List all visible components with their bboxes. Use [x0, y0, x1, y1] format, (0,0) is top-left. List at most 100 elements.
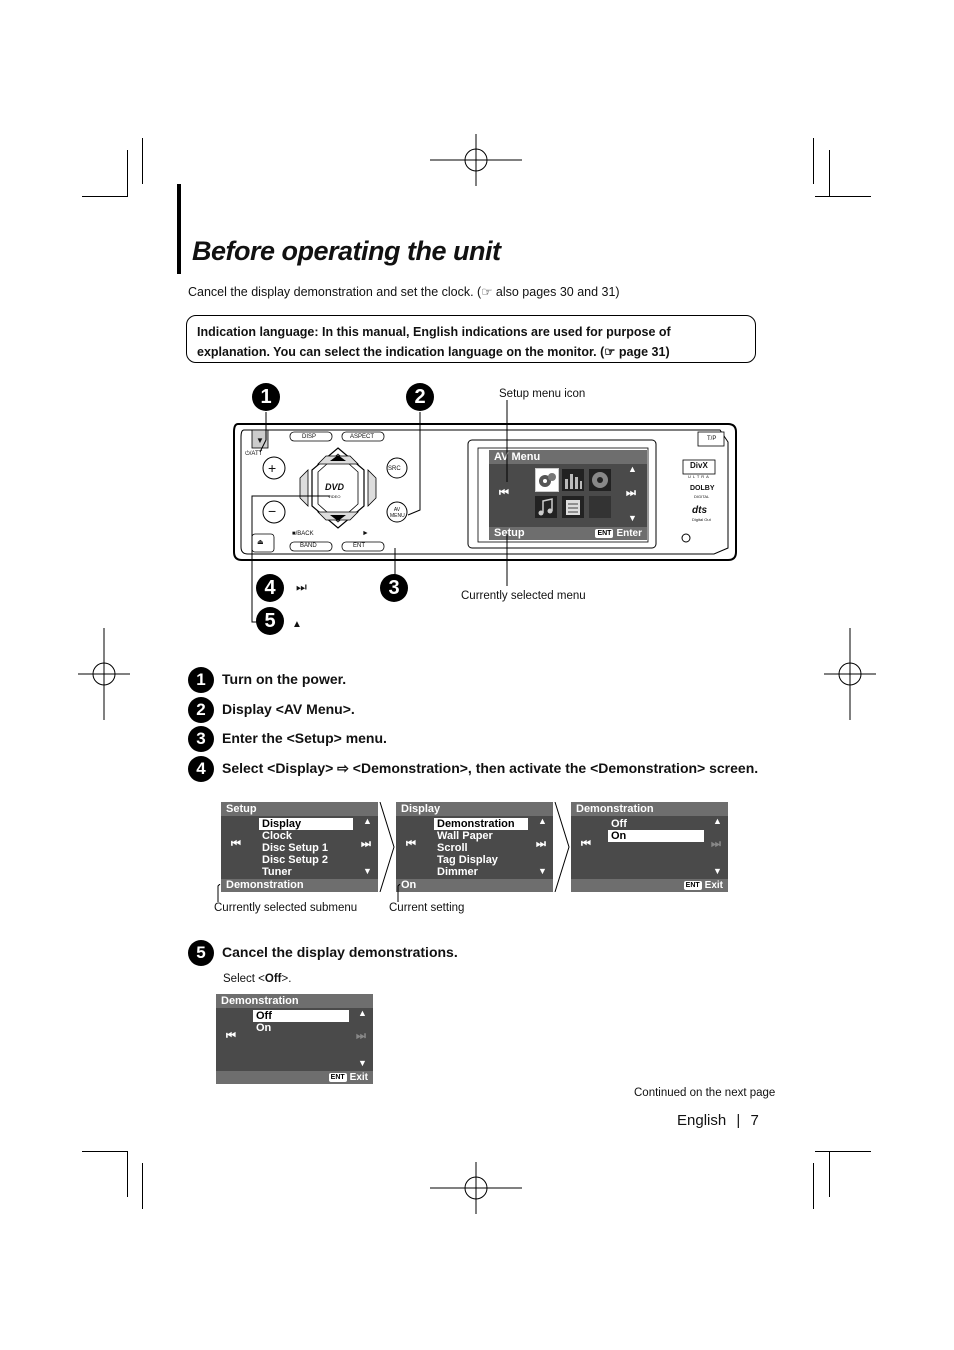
menu-item-demonstration[interactable]: Demonstration — [434, 818, 528, 830]
select-suffix: >. — [281, 973, 292, 985]
page-number: 7 — [750, 1112, 759, 1129]
prev-icon: ⏮ — [406, 838, 416, 850]
disp-button[interactable]: DISP — [302, 434, 317, 440]
minus-button[interactable]: − — [268, 503, 277, 519]
down-arrow-icon: ▼ — [538, 866, 547, 876]
src-button[interactable]: SRC — [388, 466, 401, 472]
title-bar — [177, 184, 181, 274]
next-icon: ⏭ — [711, 838, 721, 850]
option-off[interactable]: Off — [611, 818, 627, 830]
option-on[interactable]: On — [608, 830, 704, 842]
menu-item-tag-display[interactable]: Tag Display — [437, 854, 498, 866]
step-3-number: 3 — [188, 726, 214, 752]
chevron-right-icon — [554, 802, 570, 892]
setup-header: Setup — [221, 802, 378, 816]
dolby-logo-sub: DIGITAL — [694, 494, 710, 499]
ent-key-label: ENT — [595, 529, 614, 538]
display-header: Display — [396, 802, 553, 816]
tp-button[interactable]: T/P — [707, 436, 717, 442]
setup-menu-icon-callout: Setup menu icon — [499, 388, 586, 400]
display-screen: Display Demonstration Wall Paper Scroll … — [396, 802, 553, 892]
menu-item-scroll[interactable]: Scroll — [437, 842, 468, 854]
back-label: ■/BACK — [292, 531, 314, 537]
up-arrow-icon: ▲ — [358, 1008, 367, 1018]
menu-item-clock[interactable]: Clock — [262, 830, 292, 842]
registration-mark-left — [78, 628, 130, 720]
step-4-text: Select <Display> ⇨ <Demonstration>, then… — [222, 760, 759, 776]
up-icon: ▲ — [292, 619, 302, 630]
prev-icon: ⏮ — [226, 1030, 236, 1042]
divx-logo-sub: ULTRA — [688, 474, 711, 479]
up-arrow-icon: ▲ — [363, 816, 372, 826]
language-note: Indication language: In this manual, Eng… — [186, 315, 756, 363]
eject-button[interactable]: ⏏ — [257, 539, 264, 546]
list-icon[interactable] — [562, 496, 584, 518]
display-footer: On — [396, 879, 553, 892]
band-button[interactable]: BAND — [300, 543, 317, 549]
menu-item-dimmer[interactable]: Dimmer — [437, 866, 478, 878]
dvd-logo-sub: VIDEO — [328, 494, 341, 499]
menu-item-display[interactable]: Display — [259, 818, 353, 830]
registration-mark-bottom — [430, 1162, 522, 1214]
select-prefix: Select < — [223, 973, 265, 985]
option-off[interactable]: Off — [253, 1010, 349, 1022]
empty-slot-icon — [589, 496, 611, 518]
aspect-button[interactable]: ASPECT — [350, 434, 375, 440]
enter-label: Enter — [616, 528, 642, 539]
marker-4: 4 — [256, 574, 284, 602]
next-track-icon: ⏭ — [296, 580, 307, 594]
down-arrow-icon: ▼ — [358, 1058, 367, 1068]
dvd-logo: DVD — [325, 482, 345, 492]
prev-icon: ⏮ — [581, 838, 591, 850]
step-4-number: 4 — [188, 756, 214, 782]
down-arrow-icon: ▼ — [628, 513, 637, 523]
continued-note: Continued on the next page — [634, 1087, 776, 1099]
step-2-number: 2 — [188, 697, 214, 723]
menu-item-tuner[interactable]: Tuner — [262, 866, 292, 878]
step-1-text: Turn on the power. — [222, 671, 347, 687]
demonstration-header: Demonstration — [571, 802, 728, 816]
screen-leader-lines — [217, 884, 401, 902]
menu-item-disc-setup-2[interactable]: Disc Setup 2 — [262, 854, 329, 866]
next-icon: ⏭ — [536, 838, 546, 850]
step-5-text: Cancel the display demonstrations. — [222, 944, 458, 960]
ent-button[interactable]: ENT — [353, 543, 365, 549]
select-value: Off — [264, 973, 282, 985]
dolby-logo: DOLBY — [690, 485, 715, 492]
up-arrow-icon: ▲ — [713, 816, 722, 826]
chevron-right-icon — [379, 802, 395, 892]
registration-mark-top — [430, 134, 522, 186]
option-on[interactable]: On — [256, 1022, 272, 1034]
step-5-number: 5 — [188, 940, 214, 966]
registration-mark-right — [824, 628, 876, 720]
speaker-icon[interactable] — [589, 469, 611, 491]
play-label: ► — [362, 530, 369, 537]
dts-logo: dts — [692, 505, 707, 516]
next-icon: ⏭ — [626, 487, 636, 499]
setup-footer: Demonstration — [221, 879, 378, 892]
page-title: Before operating the unit — [192, 236, 501, 266]
marker-1: 1 — [252, 383, 280, 411]
intro-text: Cancel the display demonstration and set… — [188, 285, 620, 299]
av-menu-button[interactable]: AV MENU — [390, 507, 405, 519]
divx-logo: DivX — [690, 461, 708, 470]
music-icon[interactable] — [535, 496, 557, 518]
equalizer-icon[interactable] — [562, 469, 584, 491]
setup-menu-icon[interactable] — [535, 468, 559, 492]
leader-lines — [251, 400, 508, 623]
footer-separator: | — [736, 1112, 741, 1129]
plus-button[interactable]: + — [268, 460, 277, 476]
down-button[interactable]: ▼ — [256, 436, 264, 445]
step-3-text: Enter the <Setup> menu. — [222, 730, 387, 746]
prev-icon: ⏮ — [231, 838, 241, 850]
menu-item-disc-setup-1[interactable]: Disc Setup 1 — [262, 842, 329, 854]
menu-item-wall-paper[interactable]: Wall Paper — [437, 830, 493, 842]
select-off-instruction: Select <Off>. — [223, 973, 291, 985]
page-footer: English | 7 — [677, 1112, 759, 1129]
